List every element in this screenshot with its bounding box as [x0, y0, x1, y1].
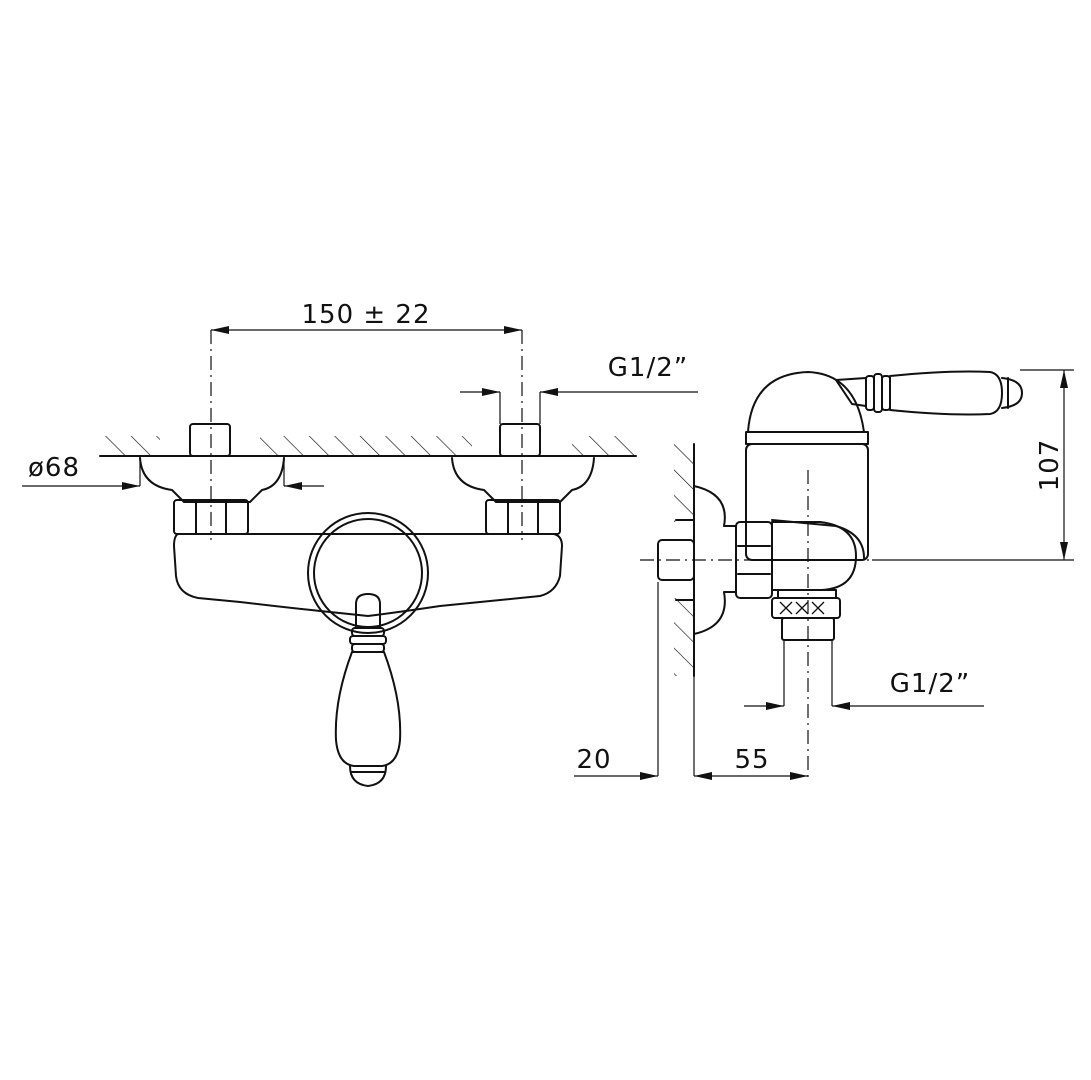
lever-handle-side — [835, 370, 1023, 416]
lever-rosette-inner — [313, 518, 423, 628]
dimension-rosette-diameter — [22, 456, 324, 490]
dimension-wall-projection — [574, 582, 808, 780]
label-wall-depth: 20 — [576, 745, 611, 775]
label-outlet-thread: G1/2” — [890, 669, 970, 699]
label-inlet-thread: G1/2” — [608, 353, 688, 383]
label-height: 107 — [1035, 439, 1065, 492]
inlet-pipe-right — [499, 423, 541, 457]
side-dome — [747, 371, 865, 433]
side-cam — [771, 521, 857, 591]
side-body — [745, 443, 869, 561]
label-projection: 55 — [734, 745, 769, 775]
hex-nut-right — [485, 499, 561, 535]
lever-rosette-disk — [307, 512, 429, 634]
side-view: 107 G1/2” 20 55 — [574, 369, 1074, 780]
side-body-cap — [745, 431, 869, 445]
label-centers-distance: 150 ± 22 — [301, 300, 430, 330]
dimension-outlet-thread — [744, 640, 984, 710]
dimension-height — [872, 369, 1074, 561]
inlet-pipe-left — [189, 423, 231, 457]
dimension-inlet-thread — [460, 388, 698, 424]
label-rosette-diameter: ø68 — [28, 453, 80, 483]
rosette-left — [139, 457, 285, 503]
mixer-body — [173, 533, 563, 617]
dimension-centers — [211, 326, 522, 334]
side-outlet — [771, 589, 841, 641]
front-view: 150 ± 22 G1/2” ø68 — [22, 300, 698, 787]
rosette-right — [451, 457, 595, 503]
lever-handle-front — [334, 593, 402, 787]
